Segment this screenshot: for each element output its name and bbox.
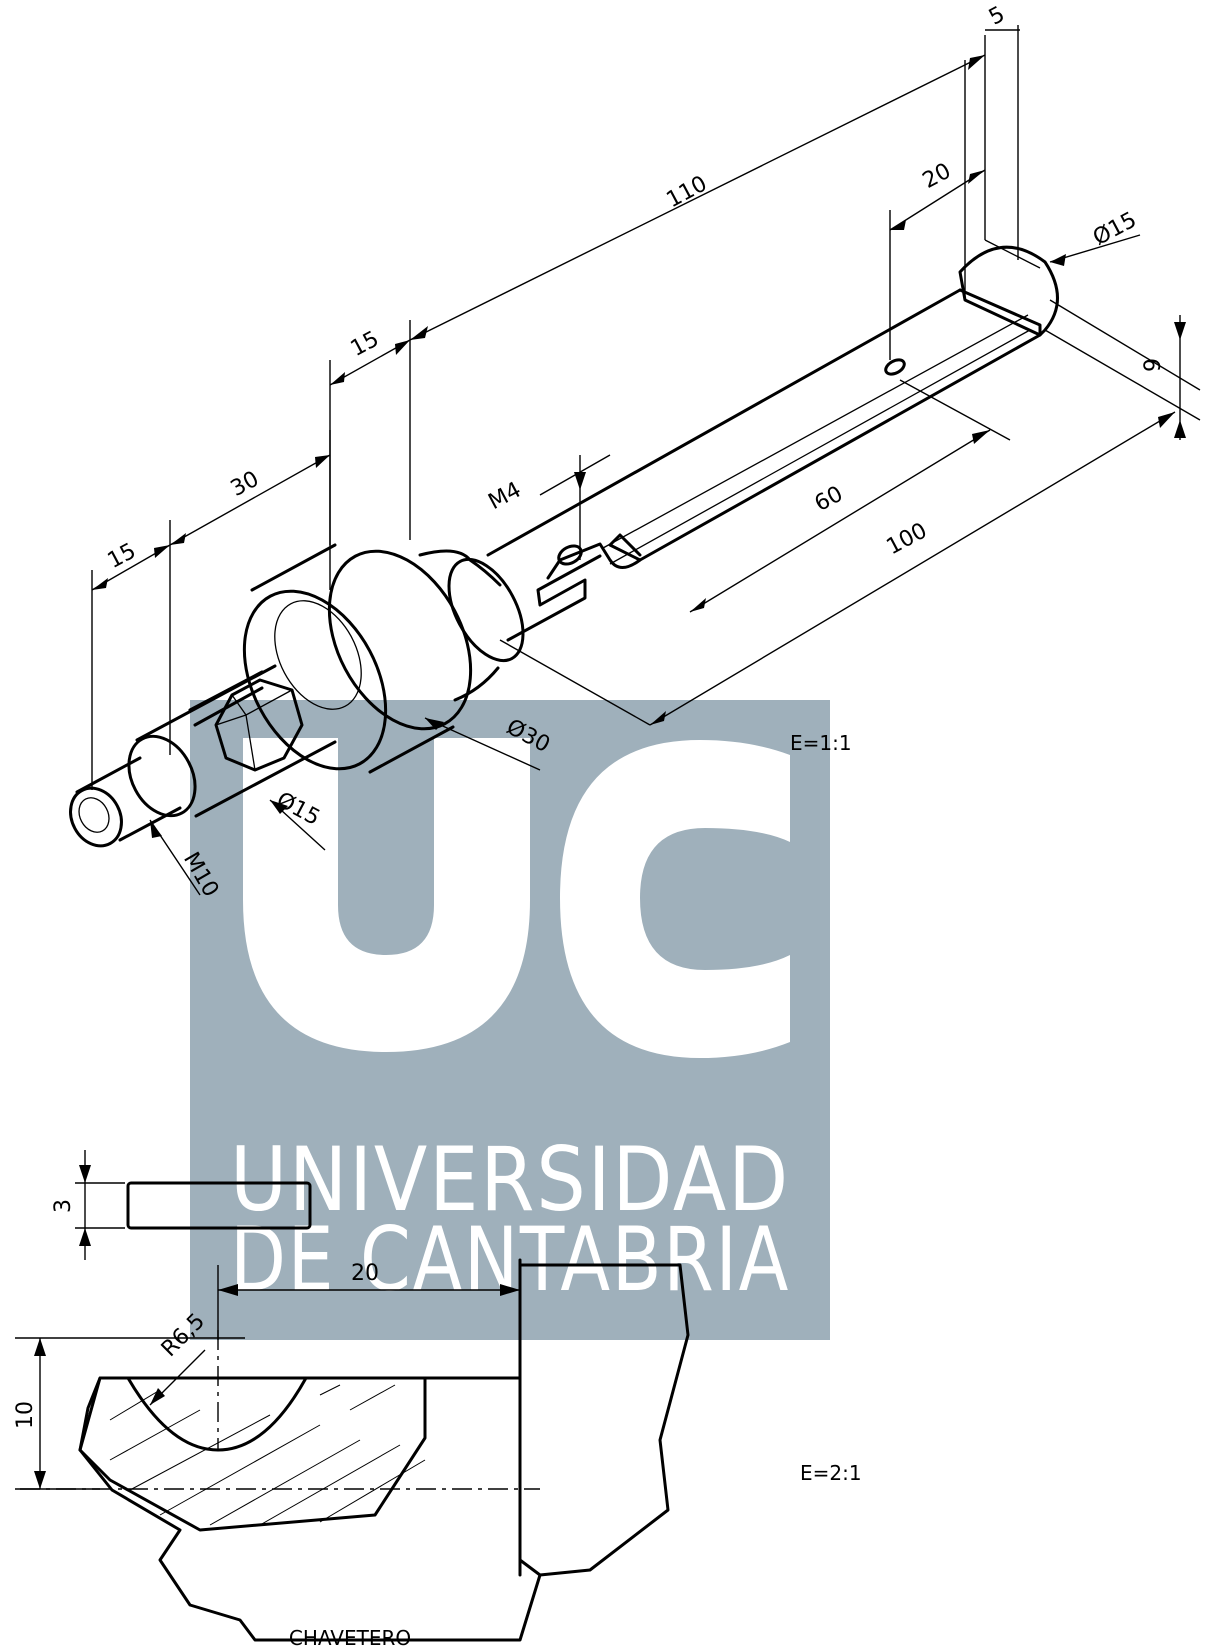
dim-15-left: 15 — [104, 539, 140, 574]
hex-socket — [214, 678, 304, 772]
watermark-line2: DE CANTABRIA — [230, 1208, 790, 1311]
dim-20-detail: 20 — [351, 1261, 379, 1286]
dim-phi15-end: Ø15 — [1089, 208, 1141, 251]
keyway-slot — [546, 533, 642, 580]
university-watermark: UNIVERSIDAD DE CANTABRIA — [190, 700, 830, 1340]
small-hole — [884, 358, 906, 376]
scale-label-iso: E=1:1 — [790, 731, 852, 755]
dim-m4: M4 — [485, 477, 526, 515]
dim-110: 110 — [663, 171, 712, 213]
dim-30: 30 — [227, 467, 263, 502]
m10-tip-face — [69, 786, 123, 848]
end-flat — [958, 245, 1059, 337]
dim-10: 10 — [13, 1401, 38, 1429]
dim-3: 3 — [51, 1199, 76, 1213]
collar-front-face — [242, 589, 388, 771]
detail-title: CHAVETERO — [289, 1626, 411, 1649]
shaft-isometric — [69, 239, 1059, 848]
dim-60: 60 — [811, 482, 847, 517]
shaft-section — [78, 1376, 427, 1532]
key-profile — [126, 1181, 312, 1230]
watermark-line1: UNIVERSIDAD — [230, 1128, 790, 1231]
dim-15-top: 15 — [347, 327, 383, 362]
dim-20-top: 20 — [919, 159, 955, 194]
shaft-body-top — [486, 288, 962, 557]
collar-block — [518, 1263, 690, 1577]
dim-100: 100 — [883, 518, 932, 560]
keyway-detail: 3 20 R6,5 10 E=2:1 CHAVETERO — [13, 1150, 862, 1649]
scale-label-detail: E=2:1 — [800, 1461, 862, 1485]
dim-9: 9 — [1141, 358, 1166, 372]
dim-5: 5 — [985, 2, 1009, 31]
